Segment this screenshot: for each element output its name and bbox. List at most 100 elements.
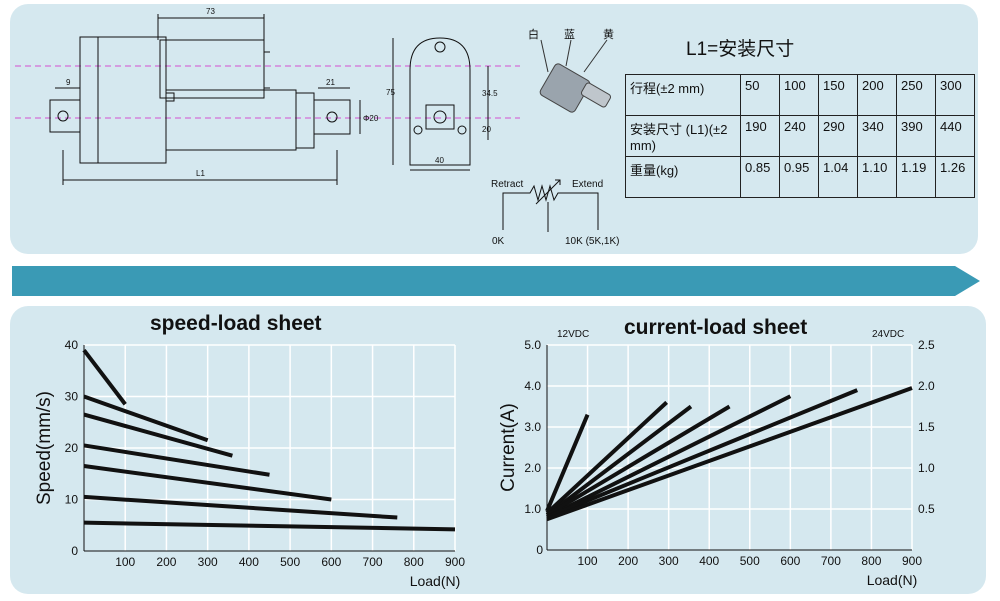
wire-yellow-label: 黄: [603, 27, 614, 41]
charts-panel: [10, 306, 986, 594]
x-tick-label: 200: [618, 554, 638, 568]
x-tick-label: 400: [239, 555, 259, 569]
table-cell: 250: [896, 74, 936, 116]
y-left-unit-label: 12VDC: [557, 329, 589, 340]
table-row: 行程(±2 mm) 50 100 150 200 250 300: [625, 74, 975, 116]
series-line: [546, 388, 859, 520]
table-row: 重量(kg) 0.85 0.95 1.04 1.10 1.19 1.26: [625, 156, 975, 198]
x-tick-label: 600: [321, 555, 341, 569]
x-tick-label: 800: [404, 555, 424, 569]
table-cell: 200: [857, 74, 897, 116]
dim-9-label: 9: [66, 78, 71, 87]
dim-20-label: 20: [482, 125, 491, 134]
table-cell: 0.95: [779, 156, 819, 198]
y2-tick-label: 1.0: [918, 461, 935, 475]
y-origin-label: 0: [536, 543, 543, 557]
dim-73-label: 73: [206, 7, 215, 16]
x-tick-label: 400: [699, 554, 719, 568]
dim-l1-label: L1: [196, 169, 205, 178]
y2-tick-label: 0.5: [918, 502, 935, 516]
row-label: 行程(±2 mm): [625, 74, 741, 116]
row-label: 安装尺寸 (L1)(±2 mm): [625, 115, 741, 157]
x-tick-label: 800: [861, 554, 881, 568]
y-axis-label: Current(A): [498, 403, 519, 492]
y2-tick-label: 2.5: [918, 338, 935, 352]
x-tick-label: 700: [363, 555, 383, 569]
y-tick-label: 0: [71, 544, 78, 558]
series-line: [82, 348, 127, 406]
wire-blue-label: 蓝: [564, 28, 575, 41]
table-cell: 50: [740, 74, 780, 116]
table-cell: 440: [935, 115, 975, 157]
table-cell: 340: [857, 115, 897, 157]
dim-phi20-label: Φ20: [363, 114, 379, 123]
retract-label: Retract: [491, 179, 523, 190]
table-cell: 390: [896, 115, 936, 157]
x-tick-label: 100: [115, 555, 135, 569]
resistor-symbol: [502, 179, 599, 232]
x-axis-label: Load(N): [410, 573, 461, 589]
wire-white-label: 白: [528, 27, 539, 41]
technical-drawing: 73 9 21 Φ20 L1 75 34.5 20 40 白 蓝 黄 Retra…: [15, 7, 619, 247]
table-cell: 1.19: [896, 156, 936, 198]
x-axis-label: Load(N): [867, 572, 918, 588]
y-tick-label: 5.0: [524, 338, 541, 352]
potentiometer-icon: [539, 39, 612, 113]
y-tick-label: 2.0: [524, 461, 541, 475]
speed-chart-title: speed-load sheet: [150, 312, 322, 335]
y-tick-label: 4.0: [524, 379, 541, 393]
y-tick-label: 20: [65, 441, 79, 455]
zero-k-label: 0K: [492, 236, 505, 247]
series-line: [83, 494, 398, 520]
series-line: [546, 394, 792, 519]
x-tick-label: 900: [902, 554, 922, 568]
y-tick-label: 30: [65, 390, 79, 404]
table-cell: 190: [740, 115, 780, 157]
series-line: [83, 443, 270, 477]
series-line: [83, 464, 332, 502]
series-line: [545, 404, 693, 517]
y-right-unit-label: 24VDC: [872, 329, 904, 340]
y-axis-label: Speed(mm/s): [34, 391, 55, 505]
dim-75-label: 75: [386, 88, 395, 97]
table-cell: 300: [935, 74, 975, 116]
series-line: [83, 412, 233, 458]
y-tick-label: 10: [65, 493, 79, 507]
y2-tick-label: 2.0: [918, 379, 935, 393]
x-tick-label: 300: [659, 554, 679, 568]
extend-label: Extend: [572, 179, 603, 190]
y-tick-label: 40: [65, 338, 79, 352]
speed-load-chart: 100 200 300 400 500 600 700 800 900 0 10 20 30 40Load…: [34, 338, 465, 589]
dim-21-label: 21: [326, 78, 335, 87]
series-line: [546, 386, 913, 522]
table-cell: 0.85: [740, 156, 780, 198]
x-tick-label: 600: [780, 554, 800, 568]
series-line: [545, 404, 731, 517]
x-tick-label: 500: [740, 554, 760, 568]
series-line: [545, 413, 590, 512]
table-cell: 290: [818, 115, 858, 157]
divider-banner: [12, 266, 980, 296]
x-tick-label: 200: [156, 555, 176, 569]
row-label: 重量(kg): [625, 156, 741, 198]
y2-tick-label: 1.5: [918, 420, 935, 434]
series-line: [83, 394, 209, 443]
table-row: 安装尺寸 (L1)(±2 mm) 190 240 290 340 390 440: [625, 115, 975, 157]
x-tick-label: 500: [280, 555, 300, 569]
y-tick-label: 3.0: [524, 420, 541, 434]
table-cell: 240: [779, 115, 819, 157]
x-tick-label: 900: [445, 555, 465, 569]
ten-k-label: 10K (5K,1K): [565, 236, 619, 247]
x-tick-label: 300: [198, 555, 218, 569]
table-cell: 1.10: [857, 156, 897, 198]
dim-40-label: 40: [435, 156, 444, 165]
table-cell: 100: [779, 74, 819, 116]
x-tick-label: 700: [821, 554, 841, 568]
y-tick-label: 1.0: [524, 502, 541, 516]
spec-table: 行程(±2 mm) 50 100 150 200 250 300 安装尺寸 (L…: [625, 74, 975, 198]
install-size-title: L1=安装尺寸: [686, 39, 795, 60]
dim-34-5-label: 34.5: [482, 89, 498, 98]
table-cell: 1.04: [818, 156, 858, 198]
series-line: [83, 520, 456, 532]
